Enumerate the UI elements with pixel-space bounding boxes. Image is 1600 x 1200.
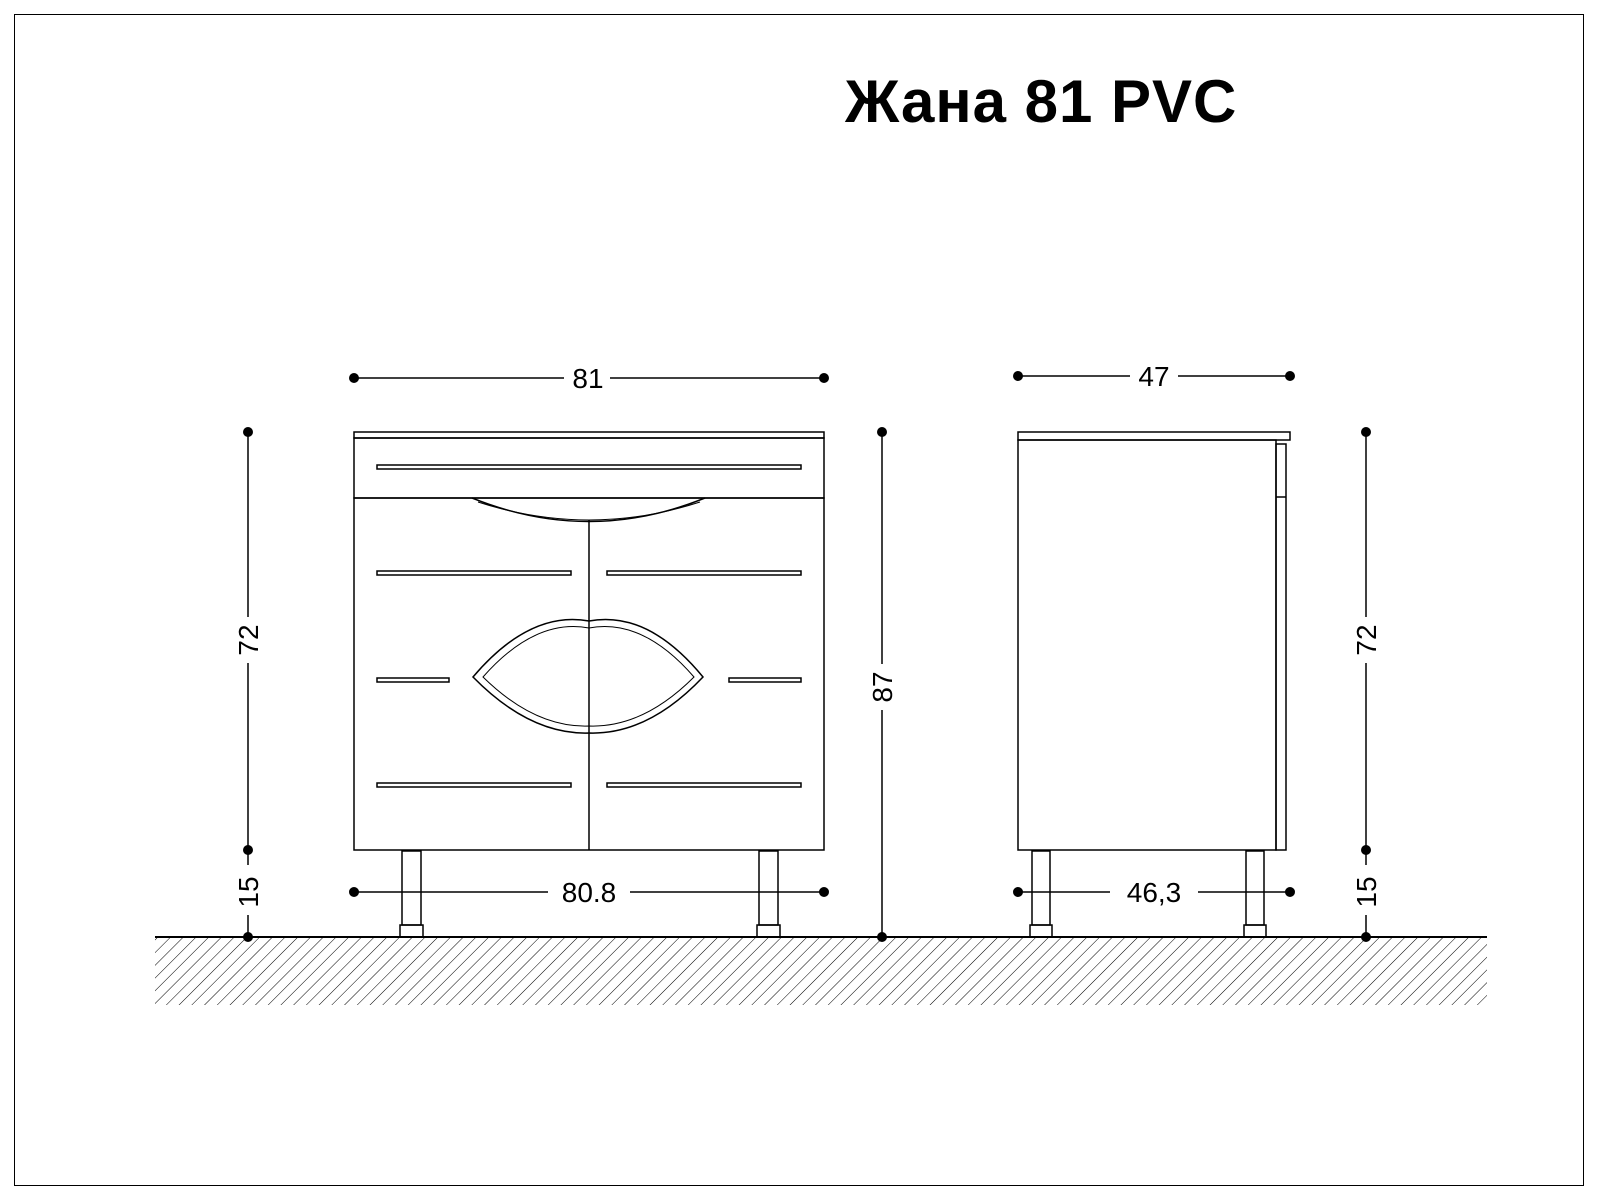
oval-ornament-outer <box>471 618 704 734</box>
front-basin-inner <box>477 501 701 521</box>
dimension-right-leg-height: 15 <box>1351 850 1382 942</box>
drawing-frame <box>14 14 1584 1186</box>
dimension-right-body-height: 72 <box>1351 427 1382 855</box>
dimension-label: 46,3 <box>1127 877 1182 908</box>
door-handle-right-mid <box>728 677 802 683</box>
dimension-front-top-width: 81 <box>349 363 829 394</box>
side-door-edge <box>1275 443 1287 851</box>
side-countertop <box>1017 431 1291 441</box>
front-view-cabinet <box>353 431 825 938</box>
dimension-label: 81 <box>572 363 603 394</box>
front-countertop <box>353 431 825 439</box>
dimension-left-leg-height: 15 <box>233 850 264 942</box>
door-handle-left-bottom <box>376 782 572 788</box>
dimension-label: 80.8 <box>562 877 617 908</box>
floor <box>155 936 1487 1005</box>
front-foot-right <box>756 924 781 938</box>
side-leg-right <box>1245 850 1265 926</box>
dimension-label: 47 <box>1138 361 1169 392</box>
front-leg-left <box>401 850 422 926</box>
side-foot-left <box>1029 924 1053 938</box>
dimension-label: 15 <box>233 876 264 907</box>
door-handle-right-bottom <box>606 782 802 788</box>
dimension-label: 87 <box>867 671 898 702</box>
door-handle-left-mid <box>376 677 450 683</box>
dimension-left-body-height: 72 <box>233 427 264 855</box>
door-handle-left-top <box>376 570 572 576</box>
dimension-label: 15 <box>1351 876 1382 907</box>
floor-hatch <box>155 937 1487 1005</box>
front-leg-right <box>758 850 779 926</box>
dimension-label: 72 <box>1351 624 1382 655</box>
side-view-cabinet <box>1017 431 1291 938</box>
dimension-front-bottom-width: 80.8 <box>349 877 829 908</box>
dimension-side-bottom-depth: 46,3 <box>1013 877 1295 908</box>
front-foot-left <box>399 924 424 938</box>
dimension-label: 72 <box>233 624 264 655</box>
side-body <box>1017 439 1277 851</box>
oval-ornament-inner <box>482 626 695 727</box>
dimension-side-top-depth: 47 <box>1013 361 1295 392</box>
front-top-handle <box>376 464 802 470</box>
door-handle-right-top <box>606 570 802 576</box>
side-foot-right <box>1243 924 1267 938</box>
dimension-total-height: 87 <box>867 427 898 942</box>
product-title: Жана 81 PVC <box>845 68 1238 135</box>
front-top-panel <box>353 437 825 499</box>
side-leg-left <box>1031 850 1051 926</box>
